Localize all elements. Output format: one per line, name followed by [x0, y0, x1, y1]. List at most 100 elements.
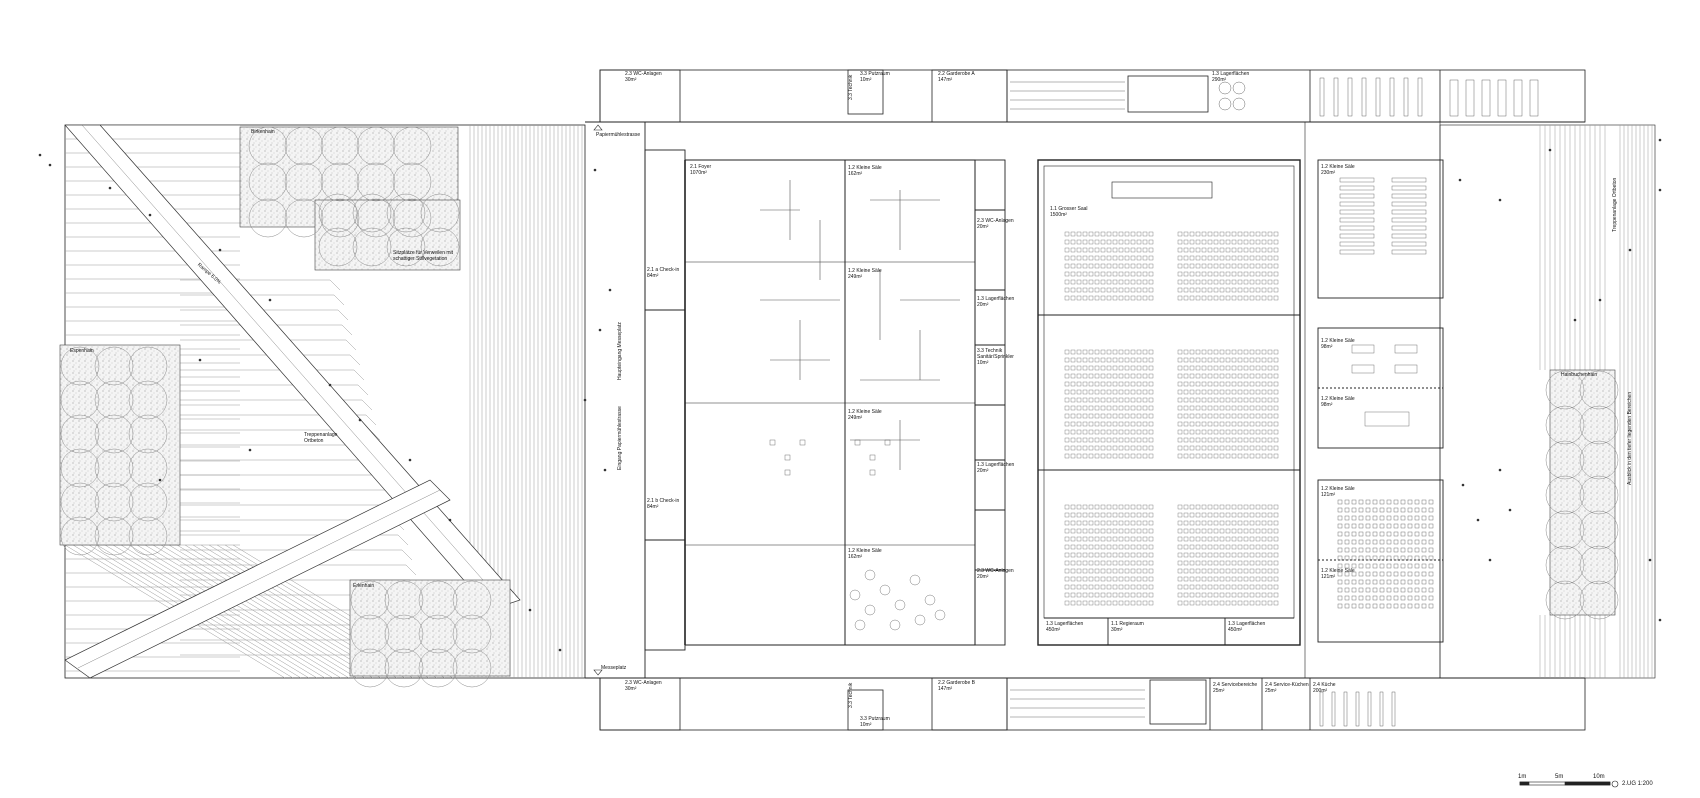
seat	[1255, 381, 1261, 387]
seat	[1076, 584, 1082, 590]
seat	[1414, 555, 1420, 561]
seat	[1225, 429, 1231, 435]
seat	[1243, 560, 1249, 566]
seat	[1195, 357, 1201, 363]
seat	[1094, 592, 1100, 598]
seat	[1064, 255, 1070, 261]
seat	[1088, 397, 1094, 403]
seat	[1112, 504, 1118, 510]
seat	[1088, 504, 1094, 510]
seat	[1130, 544, 1136, 550]
seat	[1148, 544, 1154, 550]
seat	[1189, 576, 1195, 582]
seat	[1136, 437, 1142, 443]
seat	[1219, 429, 1225, 435]
seat	[1243, 373, 1249, 379]
seat	[1237, 263, 1243, 269]
seat	[1082, 536, 1088, 542]
seat	[1358, 555, 1364, 561]
seat	[1201, 389, 1207, 395]
seat	[1379, 539, 1385, 545]
seat	[1088, 560, 1094, 566]
seat	[1237, 357, 1243, 363]
seat	[1267, 568, 1273, 574]
seat	[1195, 231, 1201, 237]
seat	[1177, 560, 1183, 566]
seat	[1124, 421, 1130, 427]
seat	[1225, 453, 1231, 459]
seat	[1076, 255, 1082, 261]
seat	[1273, 512, 1279, 518]
seat	[1351, 579, 1357, 585]
seat	[1118, 544, 1124, 550]
seat	[1201, 520, 1207, 526]
seat	[1273, 239, 1279, 245]
seat	[1088, 445, 1094, 451]
seat	[1273, 528, 1279, 534]
seat	[1414, 595, 1420, 601]
seat	[1421, 515, 1427, 521]
seat	[1094, 397, 1100, 403]
round-table	[894, 599, 906, 611]
seat	[1088, 279, 1094, 285]
seat	[1064, 568, 1070, 574]
seat	[1064, 357, 1070, 363]
seat	[1358, 523, 1364, 529]
seat	[1267, 287, 1273, 293]
seat	[1064, 389, 1070, 395]
seat	[1142, 576, 1148, 582]
seat	[1267, 231, 1273, 237]
seat	[1237, 453, 1243, 459]
seat	[1094, 255, 1100, 261]
seat	[1255, 373, 1261, 379]
seat	[1106, 357, 1112, 363]
seat	[1118, 397, 1124, 403]
seat	[1213, 263, 1219, 269]
seat	[1261, 389, 1267, 395]
seat	[1064, 295, 1070, 301]
seat	[1189, 584, 1195, 590]
seat	[1195, 247, 1201, 253]
seat	[1225, 349, 1231, 355]
person-figure	[1508, 508, 1512, 512]
seat	[1273, 520, 1279, 526]
seat	[1070, 287, 1076, 293]
seat	[1261, 504, 1267, 510]
seat	[1273, 373, 1279, 379]
stair-line	[180, 324, 353, 336]
seat	[1225, 437, 1231, 443]
stair-line	[180, 414, 377, 426]
shelf	[1529, 79, 1539, 117]
seat	[1386, 571, 1392, 577]
seat	[1100, 405, 1106, 411]
seat	[1207, 239, 1213, 245]
seat	[1094, 576, 1100, 582]
seat	[1064, 421, 1070, 427]
seat	[1273, 263, 1279, 269]
seat	[1207, 528, 1213, 534]
seat	[1237, 421, 1243, 427]
seat	[1237, 373, 1243, 379]
person-figure	[148, 213, 152, 217]
seat	[1386, 499, 1392, 505]
seat	[1112, 239, 1118, 245]
seat	[1130, 381, 1136, 387]
seat	[1428, 579, 1434, 585]
seat	[1207, 560, 1213, 566]
seat	[1106, 247, 1112, 253]
tree-canopy	[94, 380, 134, 420]
tree-canopy	[1579, 580, 1619, 620]
seat	[1177, 397, 1183, 403]
seat	[1273, 504, 1279, 510]
seat	[1148, 231, 1154, 237]
seat	[1379, 507, 1385, 513]
seat	[1225, 279, 1231, 285]
seat	[1428, 499, 1434, 505]
seat	[1070, 512, 1076, 518]
seat	[1255, 528, 1261, 534]
seat	[1386, 531, 1392, 537]
seat	[1219, 520, 1225, 526]
seat	[1407, 515, 1413, 521]
